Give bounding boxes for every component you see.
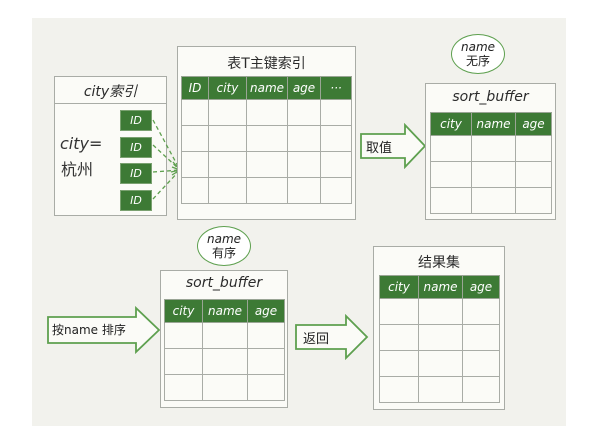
table-row bbox=[430, 187, 552, 214]
unsorted-bubble-line1: name bbox=[460, 40, 496, 54]
sort-label: 按name 排序 bbox=[52, 323, 126, 337]
sort-buffer-top-title: sort_buffer bbox=[452, 89, 529, 105]
city-index-id-cell: ID bbox=[120, 137, 152, 158]
pk-col-more: ··· bbox=[320, 76, 352, 100]
table-row bbox=[379, 298, 500, 325]
table-row bbox=[181, 99, 352, 126]
table-row bbox=[430, 161, 552, 188]
sbt-col-age: age bbox=[515, 112, 552, 136]
sort-buffer-bottom-title: sort_buffer bbox=[185, 275, 263, 291]
sbb-col-name: name bbox=[202, 299, 248, 323]
city-index-id-cell: ID bbox=[120, 110, 152, 131]
sbt-col-city: city bbox=[430, 112, 472, 136]
unsorted-bubble-line2: 无序 bbox=[465, 54, 490, 68]
sorted-bubble: name 有序 bbox=[197, 226, 251, 266]
result-set-table: city name age bbox=[379, 275, 500, 403]
sort-arrow bbox=[47, 306, 161, 354]
city-index-title: city索引 bbox=[83, 84, 138, 100]
sorted-bubble-line2: 有序 bbox=[211, 246, 236, 260]
table-row bbox=[379, 376, 500, 403]
sort-buffer-bottom-header-row: city name age bbox=[164, 299, 285, 323]
return-label: 返回 bbox=[303, 332, 330, 347]
pk-index-title: 表T主键索引 bbox=[227, 56, 306, 72]
fetch-arrow bbox=[360, 123, 427, 169]
sort-buffer-bottom-table: city name age bbox=[164, 299, 285, 401]
rs-col-name: name bbox=[418, 275, 463, 299]
city-index-id-cell: ID bbox=[120, 163, 152, 184]
fetch-label: 取值 bbox=[366, 141, 393, 156]
pk-col-age: age bbox=[287, 76, 321, 100]
pk-col-id: ID bbox=[181, 76, 209, 100]
sbb-col-city: city bbox=[164, 299, 203, 323]
table-row bbox=[181, 151, 352, 178]
city-condition-line1: city= bbox=[60, 134, 103, 153]
table-row bbox=[164, 348, 285, 375]
table-row bbox=[164, 374, 285, 401]
table-row bbox=[164, 322, 285, 349]
sbb-col-age: age bbox=[247, 299, 285, 323]
sorted-bubble-line1: name bbox=[206, 232, 242, 246]
sbt-col-name: name bbox=[471, 112, 516, 136]
unsorted-bubble: name 无序 bbox=[451, 34, 505, 74]
city-condition-line2: 杭州 bbox=[61, 160, 94, 179]
sort-buffer-top-header-row: city name age bbox=[430, 112, 552, 136]
pk-col-name: name bbox=[246, 76, 288, 100]
result-set-header-row: city name age bbox=[379, 275, 500, 299]
pk-index-table: ID city name age ··· bbox=[181, 76, 352, 204]
sort-buffer-top-table: city name age bbox=[430, 112, 552, 214]
rs-col-city: city bbox=[379, 275, 419, 299]
table-row bbox=[430, 135, 552, 162]
return-arrow bbox=[295, 314, 369, 360]
pk-index-header-row: ID city name age ··· bbox=[181, 76, 352, 100]
table-row bbox=[379, 350, 500, 377]
table-row bbox=[379, 324, 500, 351]
rs-col-age: age bbox=[462, 275, 500, 299]
pk-col-city: city bbox=[208, 76, 247, 100]
city-index-id-cell: ID bbox=[120, 190, 152, 211]
table-row bbox=[181, 177, 352, 204]
table-row bbox=[181, 125, 352, 152]
city-index-title-underline bbox=[54, 103, 167, 104]
result-set-title: 结果集 bbox=[418, 255, 460, 271]
